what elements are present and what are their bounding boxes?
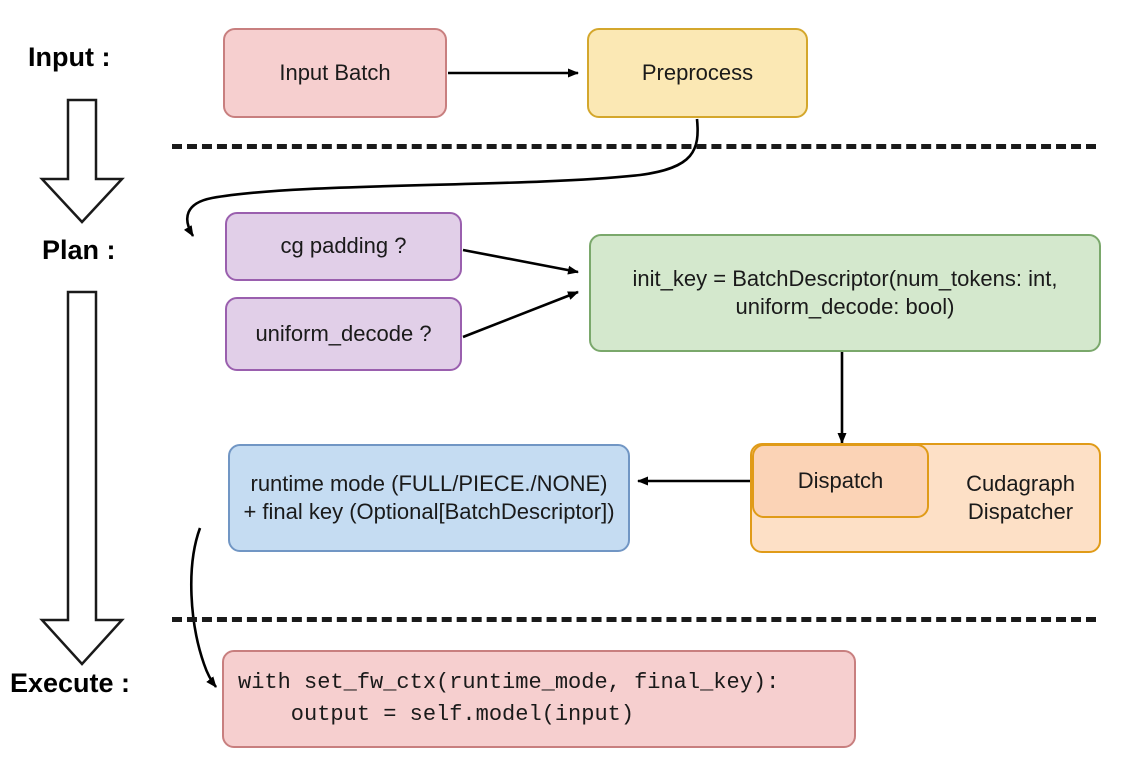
separator-input-plan [172,144,1096,149]
node-uniform-decode[interactable]: uniform_decode ? [225,297,462,371]
stage-arrow-plan-to-execute [39,290,125,666]
node-uniform-decode-label: uniform_decode ? [255,320,432,346]
node-input-batch-label: Input Batch [279,59,391,85]
node-cg-padding[interactable]: cg padding ? [225,212,462,281]
node-runtime-mode-label-line2: + final key (Optional[BatchDescriptor]) [243,499,615,524]
node-execute-code[interactable]: with set_fw_ctx(runtime_mode, final_key)… [222,650,856,748]
node-runtime-mode-label-line1: runtime mode (FULL/PIECE./NONE) [250,470,608,496]
stage-label-plan: Plan : [42,235,116,265]
node-dispatch-label: Dispatch [797,467,884,493]
edge-runtime-mode-to-execute-code [189,527,218,688]
node-input-batch[interactable]: Input Batch [223,28,447,118]
node-init-key-label-line1: init_key = BatchDescriptor(num_tokens: i… [632,265,1058,291]
stage-label-execute: Execute : [10,668,131,698]
node-preprocess-label: Preprocess [641,59,754,85]
stage-label-input: Input : [28,42,111,72]
node-init-key-label-line2: uniform_decode: bool) [735,294,955,319]
node-cg-padding-label: cg padding ? [280,233,407,259]
node-preprocess[interactable]: Preprocess [587,28,808,118]
node-cudagraph-dispatcher-label-line1: Cudagraph [966,470,1075,496]
edge-uniform-decode-to-init-key [462,290,579,339]
separator-plan-execute [172,617,1096,622]
node-dispatch[interactable]: Dispatch [752,444,929,518]
node-execute-code-label: with set_fw_ctx(runtime_mode, final_key)… [238,670,780,727]
edge-cg-padding-to-init-key [462,248,579,275]
node-cudagraph-dispatcher-label-line2: Dispatcher [967,499,1074,524]
node-init-key[interactable]: init_key = BatchDescriptor(num_tokens: i… [589,234,1101,352]
node-runtime-mode[interactable]: runtime mode (FULL/PIECE./NONE) + final … [228,444,630,552]
stage-arrow-input-to-plan [39,98,125,224]
